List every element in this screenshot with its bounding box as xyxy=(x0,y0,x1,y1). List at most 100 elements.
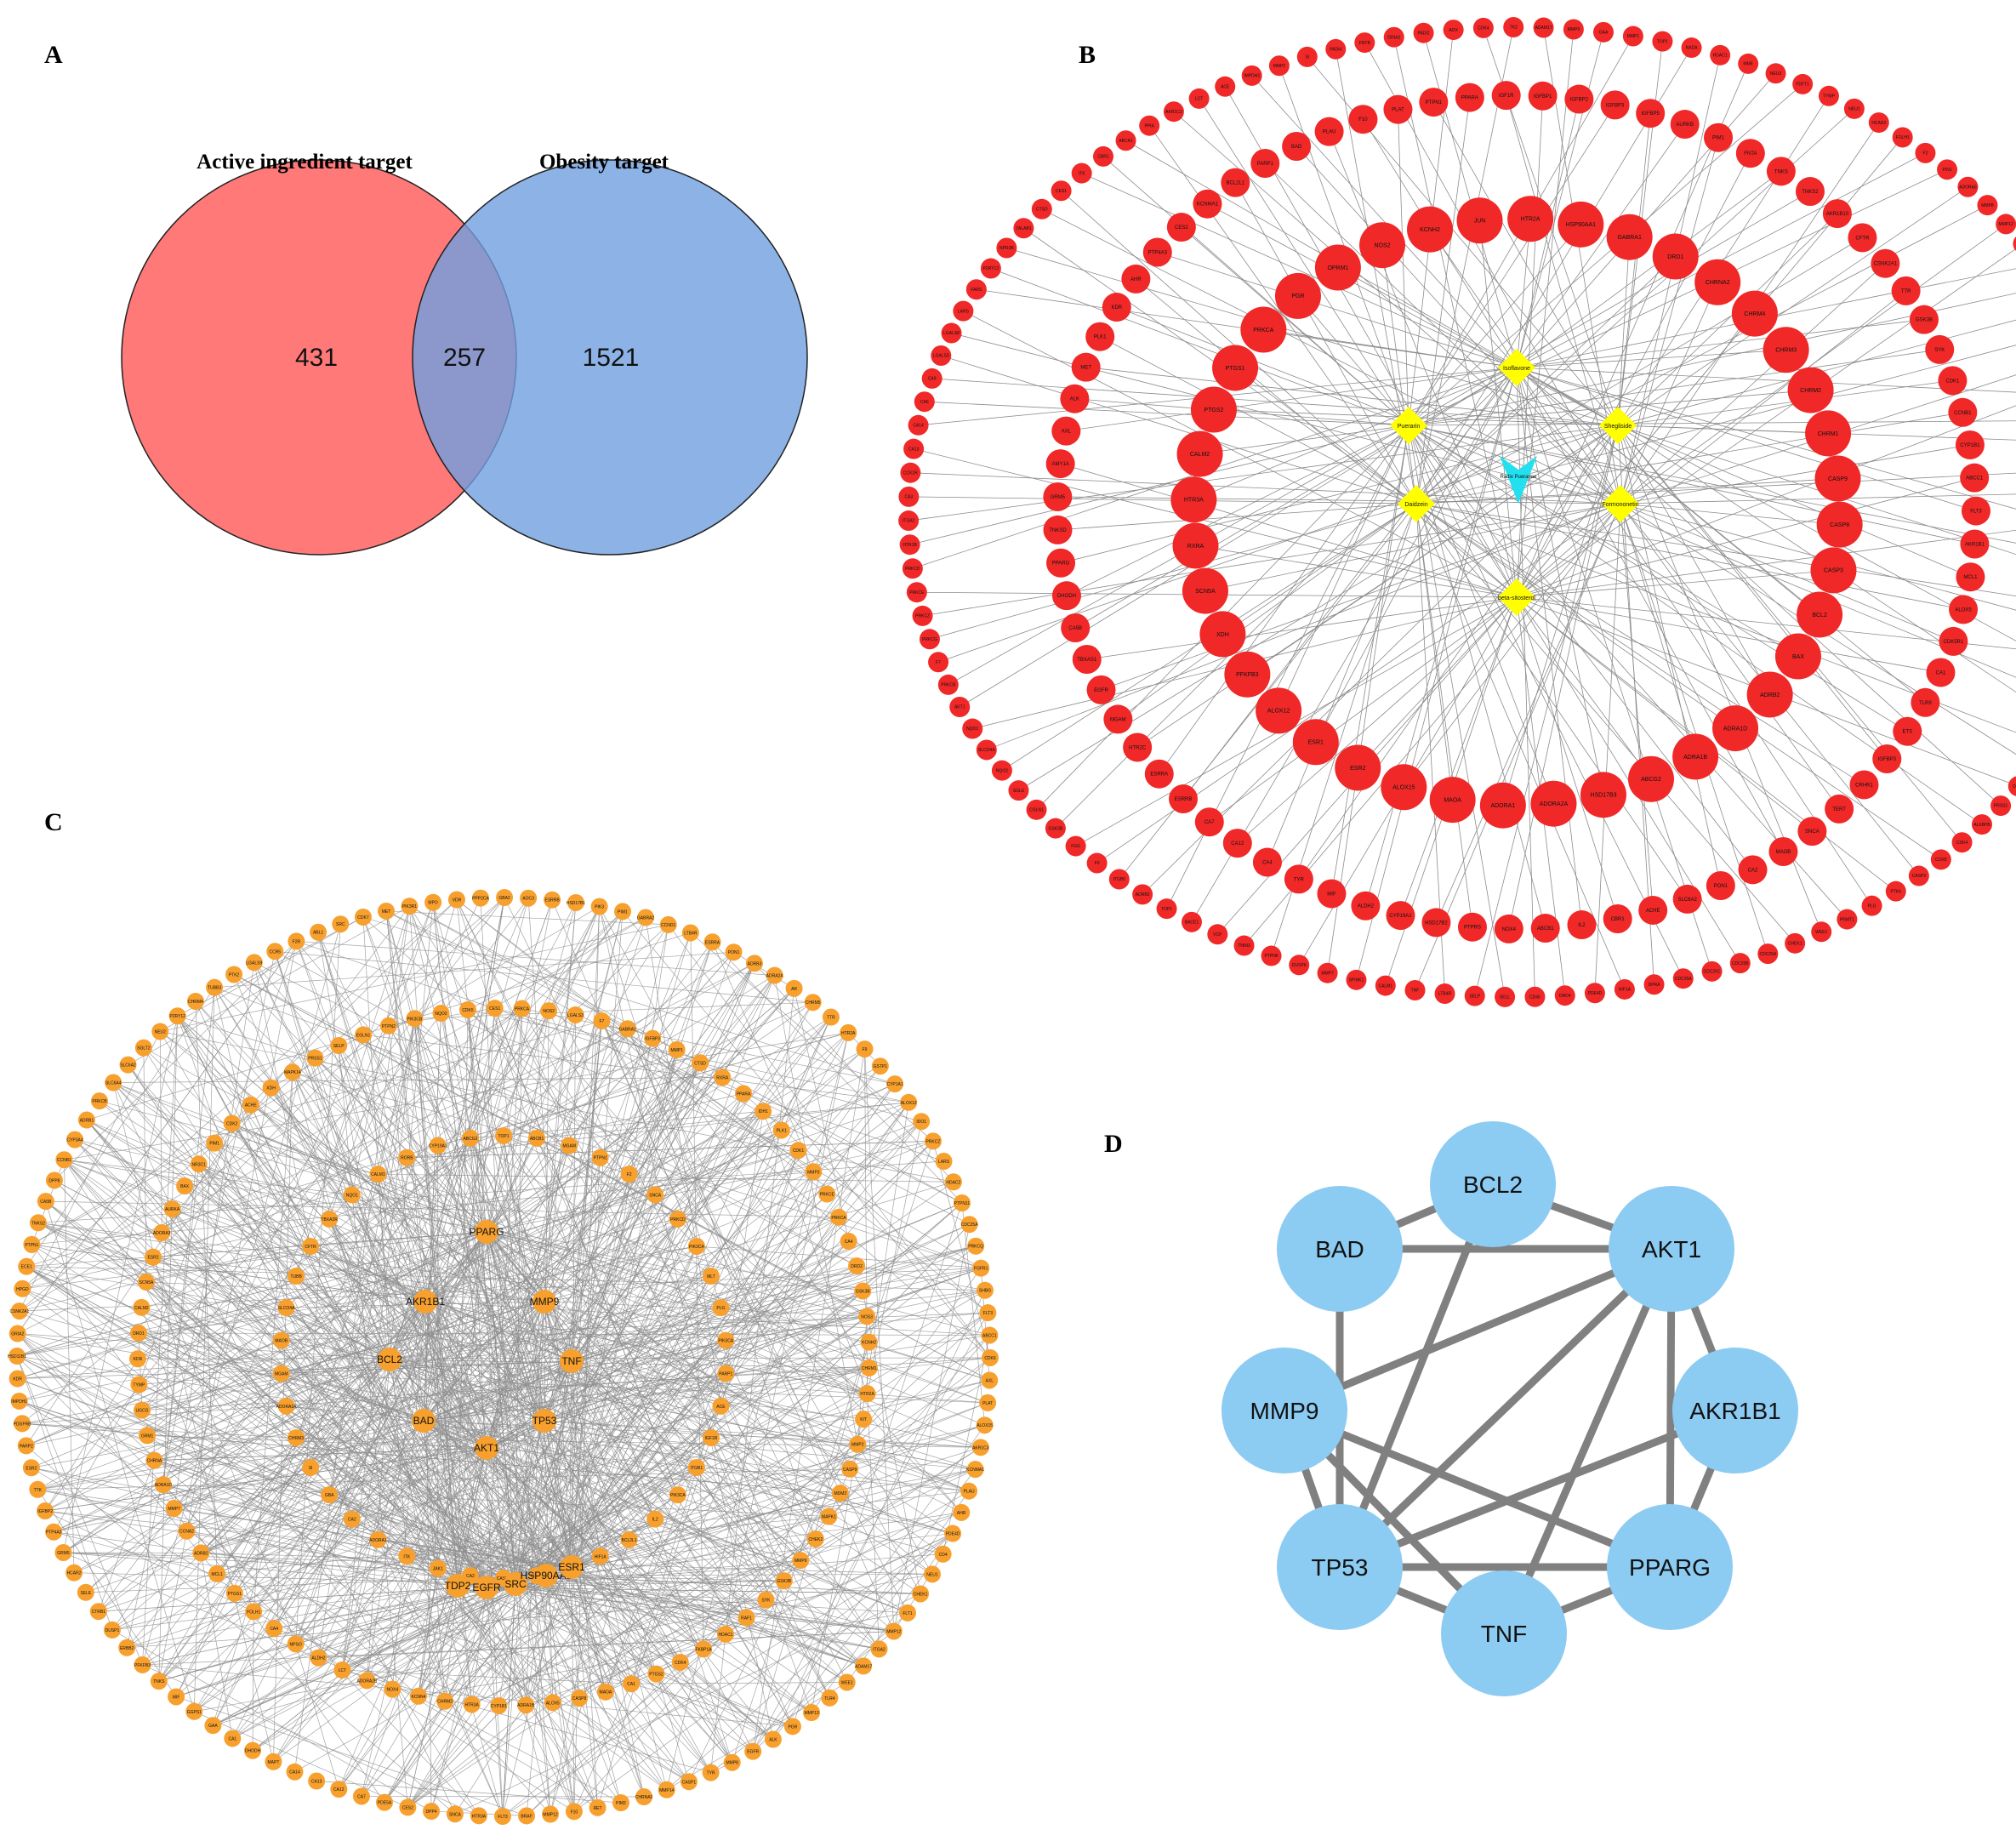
network-c-node-label: SCN5A xyxy=(140,1280,154,1285)
network-c-edge xyxy=(99,1100,390,1360)
network-c-edge xyxy=(17,941,297,1334)
network-c-edge xyxy=(295,906,410,1277)
network-c-edge xyxy=(54,1340,726,1533)
network-c-node-label: CASP9 xyxy=(843,1468,857,1473)
network-b-target-label: CA2 xyxy=(1748,868,1758,873)
network-c-edge xyxy=(37,1222,282,1341)
network-c-node xyxy=(692,1054,709,1072)
network-c-node xyxy=(567,893,584,911)
network-b-edge xyxy=(1365,367,1518,906)
network-c-edge xyxy=(545,1240,849,1576)
network-b-target-node xyxy=(1043,482,1073,511)
network-c-edge xyxy=(363,1034,909,1103)
network-c-node-label: PGR xyxy=(788,1724,797,1730)
network-b-target-label: PRKCG xyxy=(922,637,937,642)
network-c-edge xyxy=(141,1307,424,1422)
network-b-target-label: MME xyxy=(1743,62,1753,67)
network-c-edge xyxy=(424,1065,880,1302)
network-b-target-label: PIM1 xyxy=(1712,136,1725,141)
network-c-node-label: GRM1 xyxy=(141,1433,154,1439)
network-b-target-label: MAOA xyxy=(1444,797,1461,803)
network-b-target-label: SLCO4A xyxy=(978,748,995,753)
network-c-node xyxy=(65,1564,83,1582)
network-b-target-label: ADRA1D xyxy=(1723,726,1747,732)
network-c-node xyxy=(436,1692,454,1710)
network-c-edge xyxy=(45,1447,487,1512)
network-b-target-label: MGAM xyxy=(1110,717,1126,722)
network-c-node xyxy=(804,994,822,1012)
network-c-node xyxy=(45,1523,63,1541)
network-b-target-node xyxy=(1289,955,1310,976)
network-c-edge xyxy=(571,1360,880,1650)
network-b-target-node xyxy=(1638,895,1668,925)
network-c-edge xyxy=(64,1160,75,1573)
network-b-edge xyxy=(1408,293,2016,426)
network-b-target-label: CALM1 xyxy=(1378,983,1392,989)
network-c-edge xyxy=(545,1021,602,1576)
network-c-node-label: PRKCE xyxy=(820,1193,835,1198)
network-b-edge xyxy=(1415,503,1964,610)
network-b-edge xyxy=(1516,219,1531,368)
network-c-node-label: SNCA xyxy=(649,1193,662,1198)
network-b-target-label: TNF xyxy=(1411,989,1420,994)
network-c-node xyxy=(45,1171,63,1189)
network-b-edge xyxy=(1620,137,1719,504)
network-c-edge xyxy=(367,1680,575,1812)
network-c-node xyxy=(302,1238,320,1255)
network-b-target-label: MMP12 xyxy=(1999,222,2013,227)
network-c-edge xyxy=(457,1585,575,1812)
network-c-edge xyxy=(627,1029,895,1632)
network-c-edge xyxy=(37,1420,424,1490)
network-b-edge xyxy=(1415,472,2016,504)
network-c-edge xyxy=(571,1566,774,1740)
network-c-edge xyxy=(194,1711,408,1808)
network-b-target-node xyxy=(1861,895,1882,916)
network-c-edge xyxy=(198,1164,747,1618)
network-c-node-label: PON1 xyxy=(728,950,740,955)
network-c-node xyxy=(23,1235,41,1253)
network-c-edge xyxy=(457,1585,681,1663)
network-b-target-node xyxy=(1930,849,1951,870)
network-c-node-label: CA2 xyxy=(348,1518,356,1523)
network-b-target-node xyxy=(965,279,987,300)
network-c-edge xyxy=(339,1307,721,1790)
network-c-edge xyxy=(545,1575,681,1663)
network-c-node xyxy=(855,1657,873,1675)
network-c-edge xyxy=(864,1049,895,1632)
network-b-target-node xyxy=(1868,112,1889,134)
network-d-node-label: AKR1B1 xyxy=(1689,1398,1780,1424)
network-b-edge xyxy=(1408,425,1848,920)
network-b-target-label: NEU3 xyxy=(1770,71,1782,77)
network-c-node-label: ITGB1 xyxy=(691,1466,703,1471)
network-b-target-node xyxy=(1593,21,1615,43)
network-c-node xyxy=(934,1545,952,1563)
network-c-edge xyxy=(295,1437,747,1618)
network-b-target-node xyxy=(1419,88,1449,117)
network-c-node-label: FLT3 xyxy=(498,1815,508,1820)
network-c-edge xyxy=(296,941,944,1162)
network-b-target-label: CHRNA2 xyxy=(1706,280,1730,286)
network-b-target-label: ESR1 xyxy=(1308,740,1324,746)
network-b-target-label: LGALS8 xyxy=(943,331,960,336)
network-c-edge xyxy=(571,1014,576,1568)
network-b-edge xyxy=(963,311,1518,598)
network-c-edge xyxy=(550,1556,601,1815)
network-b-edge xyxy=(1474,425,1619,996)
network-c-node xyxy=(369,1530,387,1548)
network-b-target-label: CCNB1 xyxy=(1954,411,1972,416)
network-c-node xyxy=(321,1486,339,1504)
network-b-target-node xyxy=(1170,476,1217,523)
network-b-target-node xyxy=(1955,430,1985,459)
network-b-target-label: BCL2 xyxy=(1812,613,1827,618)
network-b-target-node xyxy=(1314,117,1344,146)
network-c-node xyxy=(66,1131,84,1148)
network-c-edge xyxy=(389,1359,656,1519)
network-c-node-label: F9 xyxy=(863,1047,868,1052)
network-c-edge xyxy=(158,941,297,1682)
network-b-edge xyxy=(990,268,1409,426)
network-b-target-node xyxy=(1731,290,1778,337)
network-c-node xyxy=(542,1805,560,1823)
network-c-node xyxy=(369,1166,387,1183)
network-c-node xyxy=(398,1547,416,1565)
network-c-node xyxy=(150,1673,168,1690)
